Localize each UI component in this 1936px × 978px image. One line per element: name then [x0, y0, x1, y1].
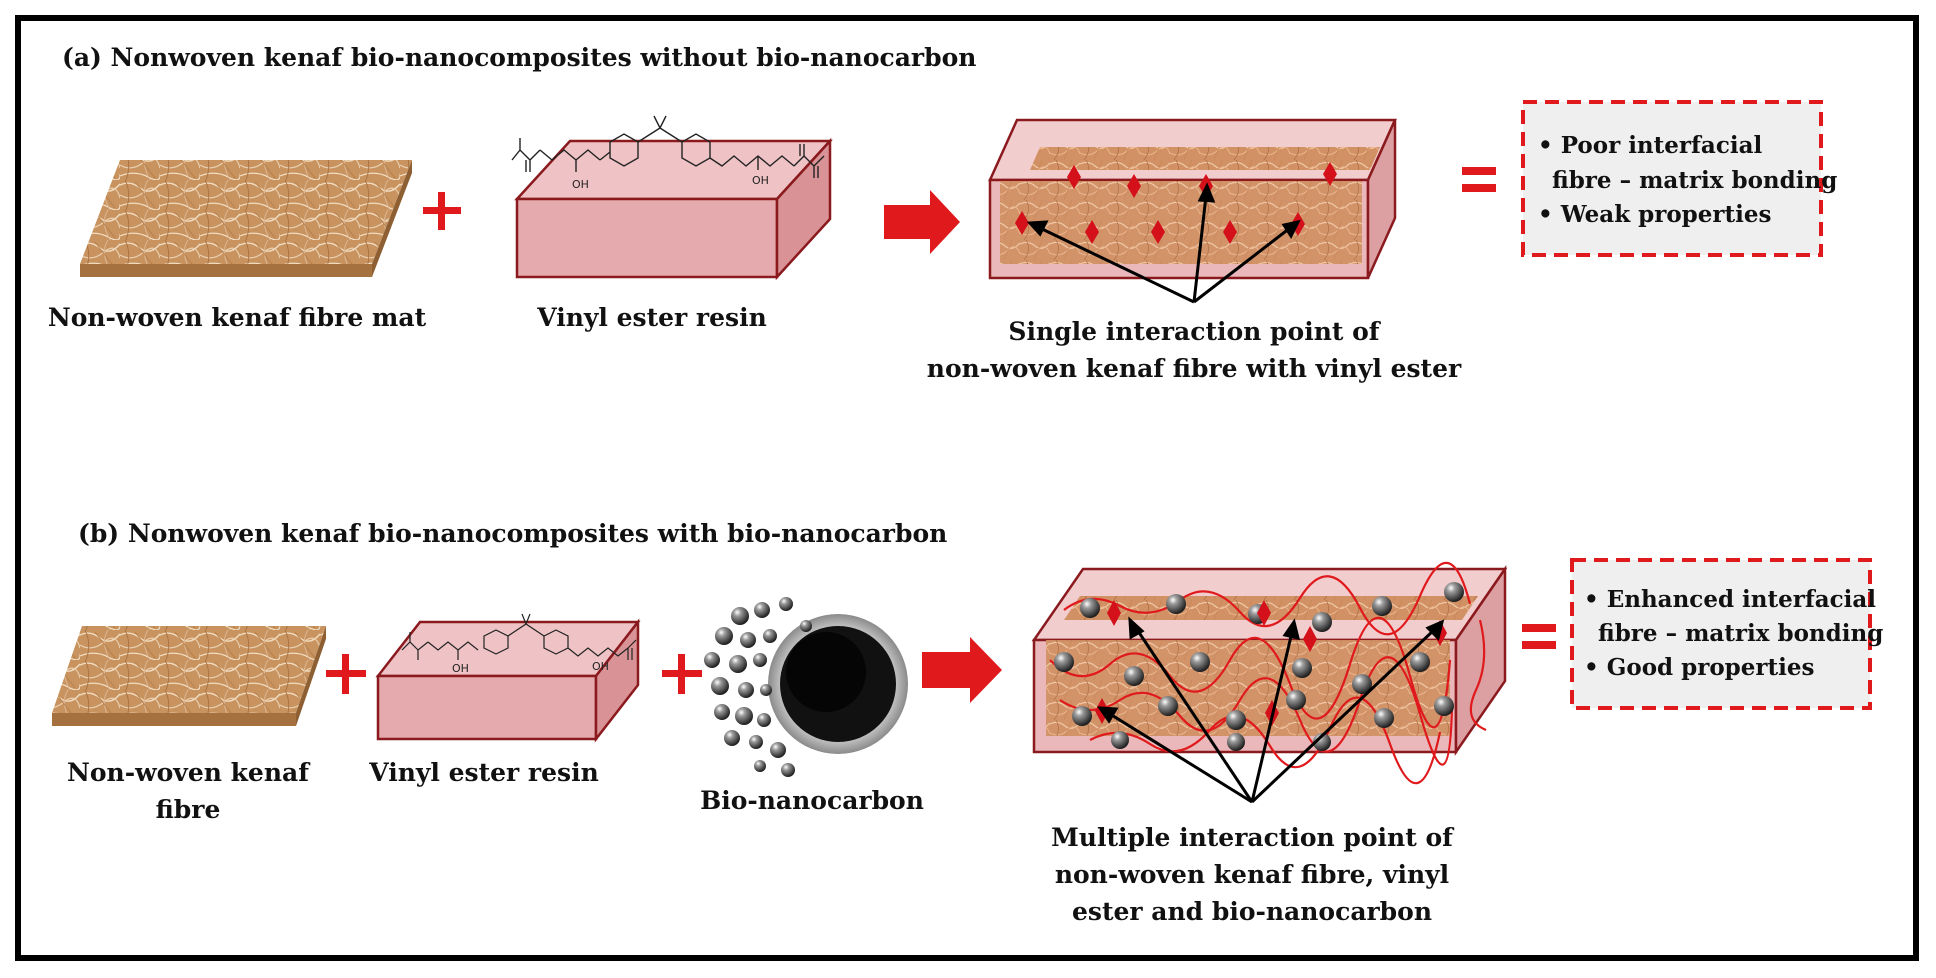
process-arrow-a: [884, 190, 960, 254]
interaction-point: [1067, 165, 1081, 189]
bio-nanocarbon-label: Bio-nanocarbon: [700, 786, 924, 815]
result-a-label-1: Single interaction point of: [1008, 317, 1381, 346]
outcome-a-line-3: • Weak properties: [1538, 201, 1771, 228]
outcome-box-b: [1570, 558, 1872, 710]
result-a-label-2: non-woven kenaf fibre with vinyl ester: [927, 354, 1462, 383]
plus-icon: [326, 654, 366, 694]
composite-block-a: [988, 118, 1397, 280]
pointer-arrows-a: [1026, 182, 1301, 304]
oh-label-a-1: OH: [572, 178, 589, 191]
interaction-point: [1151, 220, 1165, 244]
outcome-a-line-2: fibre – matrix bonding: [1552, 167, 1837, 194]
plus-icon: [662, 654, 702, 694]
kenaf-mat-b-label-1: Non-woven kenaf: [67, 758, 311, 787]
interaction-point: [1323, 162, 1337, 186]
bio-nanocarbon-illustration: [704, 597, 908, 777]
kenaf-mat-a: [80, 160, 412, 277]
panel-b-title: (b) Nonwoven kenaf bio-nanocomposites wi…: [78, 519, 947, 548]
vinyl-ester-resin-b-label: Vinyl ester resin: [368, 758, 599, 787]
panel-a-title: (a) Nonwoven kenaf bio-nanocomposites wi…: [62, 43, 976, 72]
oh-label-b-1: OH: [452, 662, 469, 675]
equals-icon-b: [1522, 624, 1556, 649]
equals-icon-a: [1462, 167, 1496, 192]
oh-label-b-2: OH: [592, 660, 609, 673]
vinyl-ester-resin-a-label: Vinyl ester resin: [536, 303, 767, 332]
outcome-b-line-3: • Good properties: [1584, 654, 1814, 681]
result-b-label-3: ester and bio-nanocarbon: [1072, 897, 1432, 926]
result-b-label-2: non-woven kenaf fibre, vinyl: [1055, 860, 1449, 889]
interaction-point: [1015, 211, 1029, 235]
outcome-a-line-1: • Poor interfacial: [1538, 132, 1762, 159]
interaction-point: [1257, 600, 1271, 626]
interaction-point: [1303, 626, 1317, 652]
result-b-label-1: Multiple interaction point of: [1051, 823, 1455, 852]
interaction-point: [1223, 220, 1237, 244]
outcome-box-a: [1521, 100, 1823, 257]
vinyl-ester-molecule-a: [511, 115, 825, 178]
pointer-arrows-b: [1097, 616, 1445, 804]
kenaf-mat-b: [52, 626, 326, 726]
interaction-point: [1107, 600, 1121, 626]
vinyl-ester-molecule-b: [401, 613, 637, 660]
process-arrow-b: [922, 637, 1002, 703]
kenaf-mat-a-label: Non-woven kenaf fibre mat: [48, 303, 427, 332]
outcome-b-line-1: • Enhanced interfacial: [1584, 586, 1876, 613]
vinyl-ester-resin-block-a: [514, 137, 833, 281]
interaction-point: [1085, 220, 1099, 244]
oh-label-a-2: OH: [752, 174, 769, 187]
kenaf-mat-b-label-2: fibre: [156, 795, 221, 824]
outcome-b-line-2: fibre – matrix bonding: [1598, 620, 1883, 647]
interaction-point: [1127, 174, 1141, 198]
nanocarbon-particles-b: [1054, 582, 1464, 751]
polymer-chains-b: [1049, 561, 1487, 785]
plus-icon: [423, 192, 461, 230]
